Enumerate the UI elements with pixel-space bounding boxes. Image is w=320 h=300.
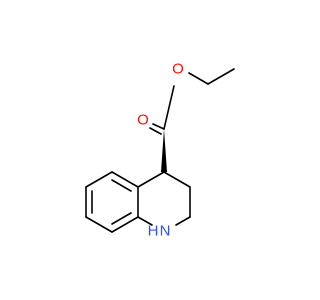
nitrogen-label: N: [160, 223, 171, 240]
bond-c7-c8: [85, 216, 113, 233]
bond-carbonyl-double-1: [152, 123, 165, 130]
nitrogen-hydrogen-label: H: [148, 223, 159, 240]
bond-c8-c8a: [111, 216, 139, 233]
bond-ethyl-terminal: [207, 68, 235, 85]
bond-c4-c3: [163, 171, 191, 188]
bond-ethyl-ch2-oxygen: [188, 72, 209, 85]
carbonyl-oxygen-label: O: [137, 112, 149, 129]
bond-carbonyl-double-2: [149, 127, 162, 135]
bond-c5-c6: [85, 171, 113, 188]
bond-ester-oxygen-carbonyl: [163, 85, 175, 130]
bond-nitrogen-c8a: [137, 216, 153, 226]
aromatic-inner-bond-3: [111, 212, 132, 225]
stereo-wedge-bond: [161, 129, 167, 172]
aromatic-inner-bond-1: [111, 179, 132, 192]
molecule-structure-diagram: O O N H: [85, 61, 235, 240]
bond-c2-nitrogen: [175, 216, 191, 226]
bond-c4a-c4: [137, 171, 165, 188]
ester-oxygen-label: O: [172, 61, 184, 78]
bond-c4a-c5: [111, 171, 139, 188]
